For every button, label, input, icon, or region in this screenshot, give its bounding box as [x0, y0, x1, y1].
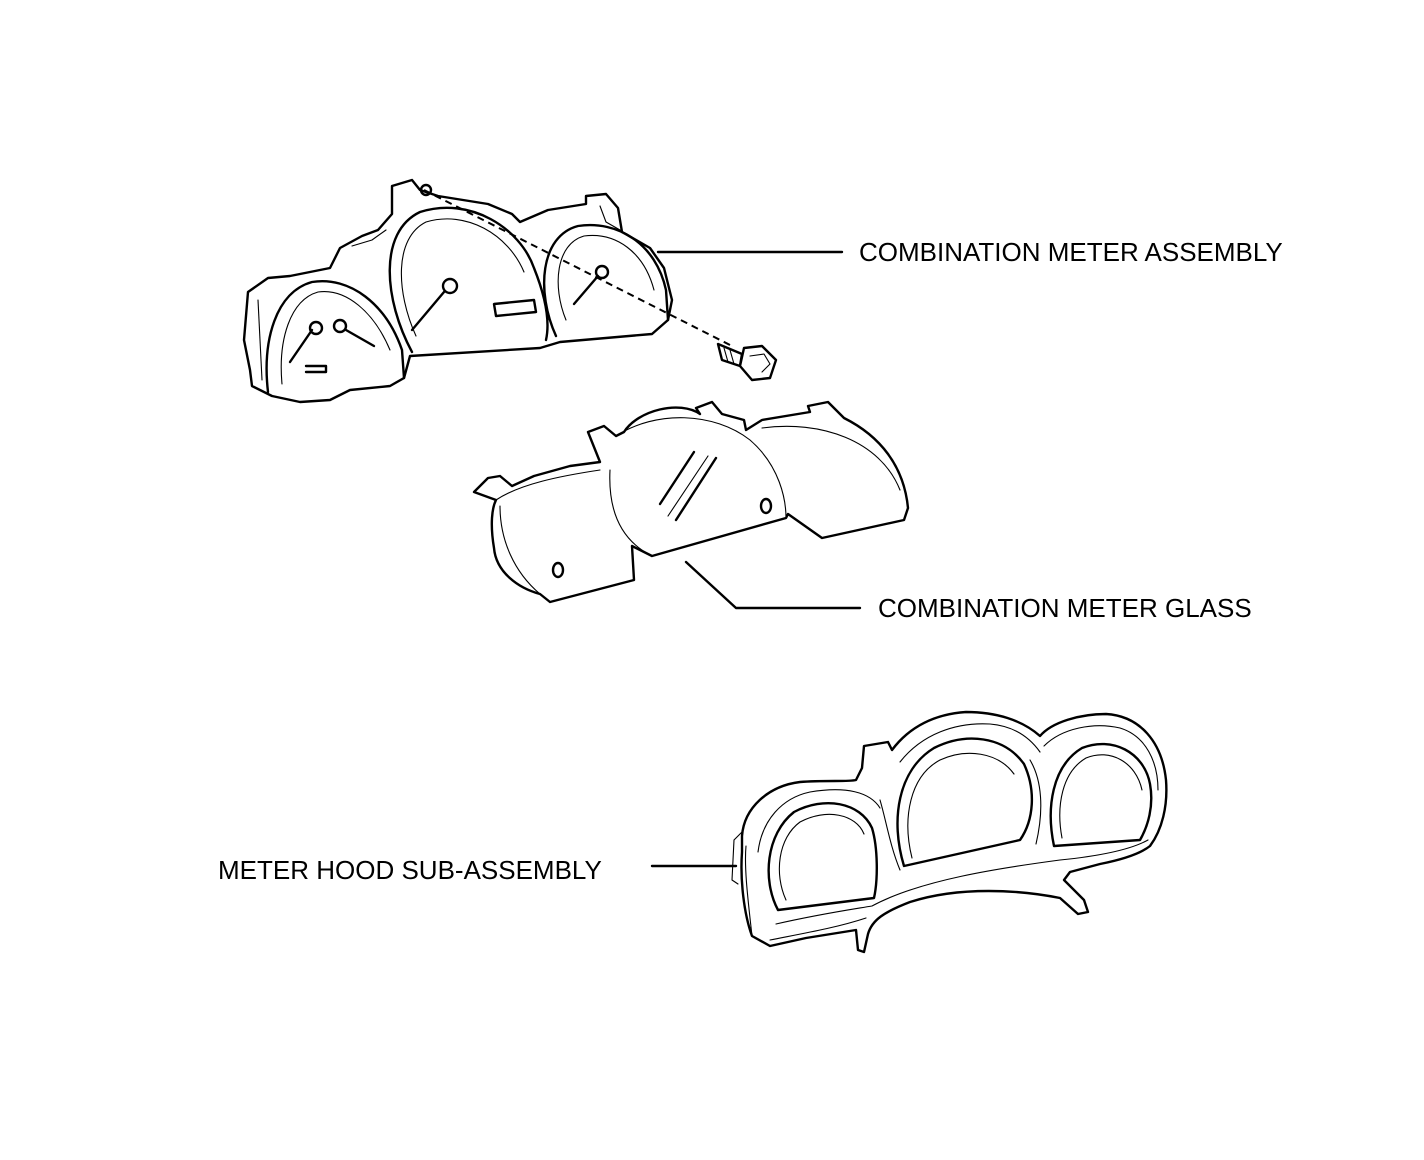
meter-hood-sub-assembly — [650, 710, 1168, 954]
combination-meter-glass-label: COMBINATION METER GLASS — [878, 593, 1252, 623]
combination-meter-assembly-label: COMBINATION METER ASSEMBLY — [859, 237, 1283, 267]
screw-icon — [716, 342, 778, 382]
combination-meter-assembly — [242, 178, 844, 404]
combination-meter-glass — [472, 400, 910, 610]
meter-hood-sub-assembly-label: METER HOOD SUB-ASSEMBLY — [218, 855, 602, 885]
